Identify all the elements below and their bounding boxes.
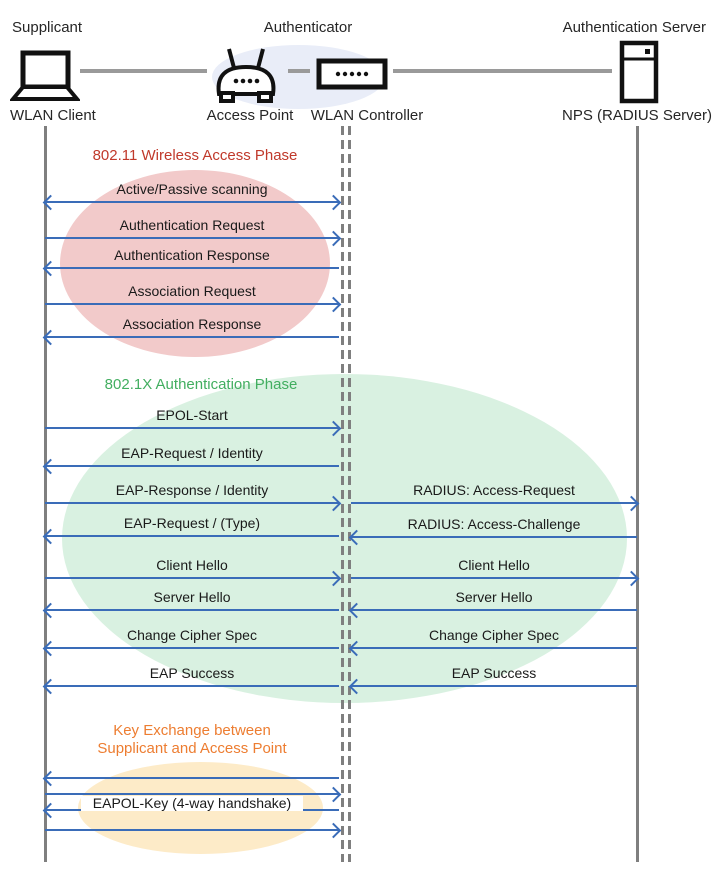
message-label: EAPOL-Key (4-way handshake) bbox=[45, 795, 339, 811]
arrowhead-left-icon bbox=[348, 678, 365, 695]
device-label-access-point: Access Point bbox=[206, 107, 294, 124]
message-arrow bbox=[42, 770, 339, 787]
message-arrow bbox=[45, 786, 342, 803]
arrowhead-left-icon bbox=[42, 458, 59, 475]
message-arrow bbox=[351, 570, 640, 587]
message-arrow bbox=[348, 529, 637, 546]
message-arrow bbox=[45, 570, 342, 587]
message-label: Server Hello bbox=[153, 589, 231, 605]
message-arrow bbox=[348, 640, 637, 657]
message-label: Change Cipher Spec bbox=[127, 627, 257, 643]
arrowhead-right-icon bbox=[325, 822, 342, 839]
message-label: Active/Passive scanning bbox=[116, 181, 268, 197]
message-label: EAP-Response / Identity bbox=[115, 482, 269, 498]
arrowhead-right-icon bbox=[325, 570, 342, 587]
arrowhead-left-icon bbox=[42, 194, 59, 211]
phase1-title: 802.11 Wireless Access Phase bbox=[92, 147, 298, 164]
message-label: Client Hello bbox=[156, 557, 228, 573]
message-arrow bbox=[42, 528, 339, 545]
server-icon bbox=[618, 40, 660, 104]
laptop-icon bbox=[10, 50, 80, 102]
lifeline-nps bbox=[636, 126, 639, 862]
message-arrow bbox=[42, 678, 339, 695]
arrowhead-left-icon bbox=[42, 260, 59, 277]
arrowhead-left-icon bbox=[42, 678, 59, 695]
arrowhead-right-icon bbox=[623, 570, 640, 587]
role-label-supplicant: Supplicant bbox=[12, 19, 83, 36]
phase2-title: 802.1X Authentication Phase bbox=[104, 376, 298, 393]
message-arrow bbox=[42, 458, 339, 475]
arrowhead-left-icon bbox=[42, 329, 59, 346]
device-label-wlan-controller: WLAN Controller bbox=[310, 107, 424, 124]
message-label: EAP Success bbox=[451, 665, 537, 681]
role-label-authenticator: Authenticator bbox=[263, 19, 353, 36]
lifeline-controller-right bbox=[347, 126, 351, 862]
message-arrow bbox=[42, 329, 339, 346]
message-label: EPOL-Start bbox=[156, 407, 228, 423]
message-label: Association Request bbox=[128, 283, 256, 299]
message-label: RADIUS: Access-Challenge bbox=[407, 516, 581, 532]
arrowhead-right-icon bbox=[623, 495, 640, 512]
device-label-wlan-client: WLAN Client bbox=[10, 107, 96, 124]
arrowhead-left-icon bbox=[42, 770, 59, 787]
arrowhead-right-icon bbox=[325, 420, 342, 437]
message-label: Server Hello bbox=[455, 589, 533, 605]
access-point-icon bbox=[212, 44, 280, 104]
message-arrow bbox=[42, 602, 339, 619]
arrowhead-left-icon bbox=[42, 640, 59, 657]
message-arrow bbox=[45, 495, 342, 512]
arrowhead-left-icon bbox=[348, 602, 365, 619]
lifeline-controller-left bbox=[341, 126, 344, 862]
message-arrow bbox=[45, 822, 342, 839]
message-arrow bbox=[42, 194, 342, 211]
arrowhead-left-icon bbox=[348, 640, 365, 657]
message-label: EAP-Request / Identity bbox=[121, 445, 263, 461]
arrowhead-right-icon bbox=[325, 230, 342, 247]
message-arrow bbox=[348, 678, 637, 695]
arrowhead-left-icon bbox=[42, 528, 59, 545]
message-arrow bbox=[45, 230, 342, 247]
message-arrow bbox=[42, 260, 339, 277]
message-label: EAP-Request / (Type) bbox=[123, 515, 261, 531]
connector-controller-server bbox=[393, 69, 612, 73]
arrowhead-right-icon bbox=[325, 296, 342, 313]
message-arrow bbox=[45, 420, 342, 437]
wlan-controller-icon bbox=[316, 58, 388, 90]
connector-client-ap bbox=[80, 69, 207, 73]
message-label: Authentication Response bbox=[114, 247, 270, 263]
message-label: RADIUS: Access-Request bbox=[413, 482, 575, 498]
arrowhead-left-icon bbox=[348, 529, 365, 546]
message-arrow bbox=[45, 296, 342, 313]
message-label: Authentication Request bbox=[119, 217, 265, 233]
message-arrow bbox=[42, 640, 339, 657]
phase3-title: Key Exchange between Supplicant and Acce… bbox=[97, 722, 287, 757]
arrowhead-right-icon bbox=[325, 194, 342, 211]
message-label: Change Cipher Spec bbox=[429, 627, 559, 643]
connector-dash bbox=[288, 69, 310, 73]
lifeline-wlan-client bbox=[44, 126, 47, 862]
role-label-authentication-server: Authentication Server bbox=[562, 19, 706, 36]
arrowhead-left-icon bbox=[42, 602, 59, 619]
arrowhead-right-icon bbox=[325, 495, 342, 512]
message-label: Association Response bbox=[122, 316, 262, 332]
message-arrow bbox=[348, 602, 637, 619]
message-label: Client Hello bbox=[458, 557, 530, 573]
message-arrow bbox=[351, 495, 640, 512]
device-label-nps: NPS (RADIUS Server) bbox=[561, 107, 713, 124]
message-label: EAP Success bbox=[149, 665, 235, 681]
